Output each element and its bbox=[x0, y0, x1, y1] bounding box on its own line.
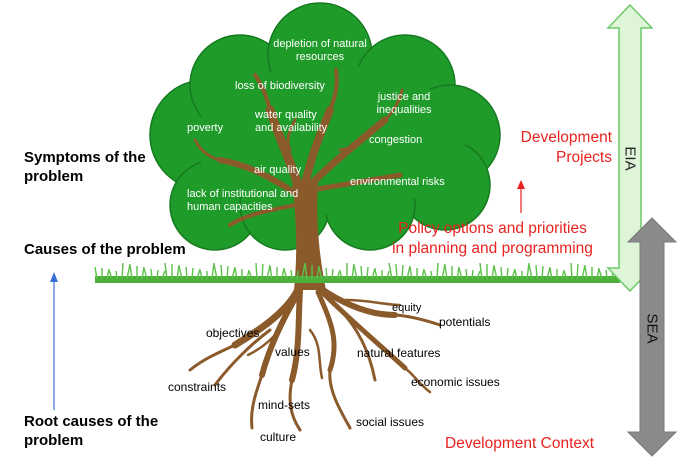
tree-branches bbox=[193, 68, 404, 227]
label-justice: justice and inequalities bbox=[376, 91, 432, 116]
label-depletion: depletion of natural resources bbox=[273, 38, 367, 63]
label-congestion: congestion bbox=[369, 134, 423, 146]
label-development-context: Development Context bbox=[445, 435, 595, 452]
label-natural-features: natural features bbox=[357, 346, 441, 360]
label-constraints: constraints bbox=[168, 380, 227, 394]
label-env-risks: environmental risks bbox=[350, 176, 445, 188]
label-equity: equity bbox=[392, 302, 422, 314]
label-social-issues: social issues bbox=[356, 415, 425, 429]
label-eia: EIA bbox=[621, 146, 639, 171]
label-biodiversity: loss of biodiversity bbox=[235, 80, 325, 92]
tree-roots bbox=[188, 281, 442, 432]
sea-arrow bbox=[626, 217, 678, 457]
label-causes: Causes of the problem bbox=[24, 241, 186, 258]
blue-arrow bbox=[50, 272, 58, 410]
label-development-projects: Development Projects bbox=[520, 129, 612, 166]
eia-arrow bbox=[606, 3, 654, 293]
label-policy-options: Policy options and priorities in plannin… bbox=[392, 220, 593, 257]
label-water: water quality and availability bbox=[255, 109, 328, 134]
label-economic-issues: economic issues bbox=[411, 375, 500, 389]
label-root-causes: Root causes of the problem bbox=[24, 413, 159, 449]
tree-trunk bbox=[292, 180, 326, 290]
label-culture: culture bbox=[260, 430, 297, 444]
label-objectives: objectives bbox=[206, 326, 260, 340]
label-sea: SEA bbox=[643, 313, 661, 344]
label-potentials: potentials bbox=[439, 315, 491, 329]
label-capacities: lack of institutional and human capaciti… bbox=[187, 188, 299, 213]
grass bbox=[94, 262, 621, 283]
label-poverty: poverty bbox=[187, 122, 224, 134]
label-values: values bbox=[275, 345, 310, 359]
label-symptoms: Symptoms of the problem bbox=[24, 149, 146, 185]
red-arrow bbox=[517, 180, 525, 213]
label-air-quality: air quality bbox=[254, 164, 302, 176]
label-mind-sets: mind-sets bbox=[258, 398, 311, 412]
